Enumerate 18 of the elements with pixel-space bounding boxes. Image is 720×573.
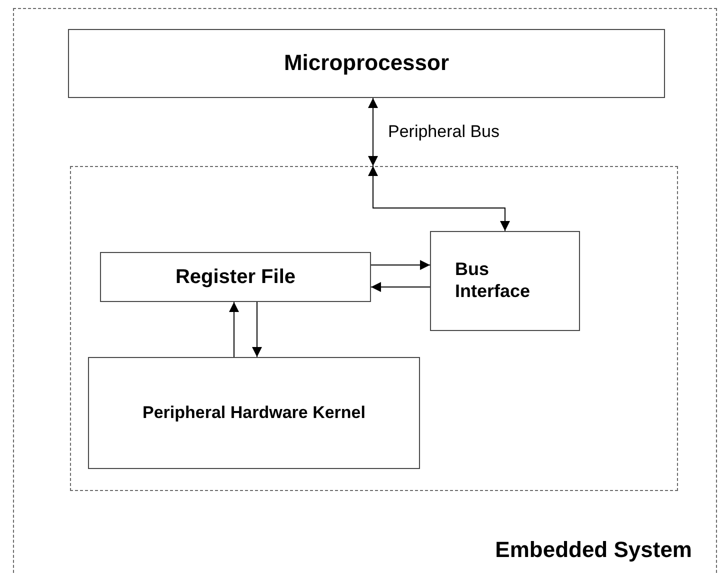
arrow	[370, 260, 430, 270]
arrow	[252, 302, 262, 358]
system-boundary-box	[13, 8, 717, 573]
arrow	[229, 302, 239, 358]
block-label: Microprocessor	[284, 50, 450, 77]
arrow	[368, 166, 510, 232]
block-label: Peripheral Hardware Kernel	[142, 402, 366, 424]
arrow	[370, 282, 430, 292]
block-label: Register File	[175, 265, 296, 289]
system-label: Embedded System	[495, 537, 692, 563]
block-box	[88, 357, 420, 469]
edge-label: Peripheral Bus	[388, 122, 500, 142]
block-box	[68, 29, 665, 98]
dotted-boundary-box	[70, 166, 678, 491]
block-box	[430, 231, 580, 331]
block-label: Bus Interface	[454, 259, 532, 303]
block-box	[100, 252, 371, 302]
arrow	[368, 98, 378, 166]
